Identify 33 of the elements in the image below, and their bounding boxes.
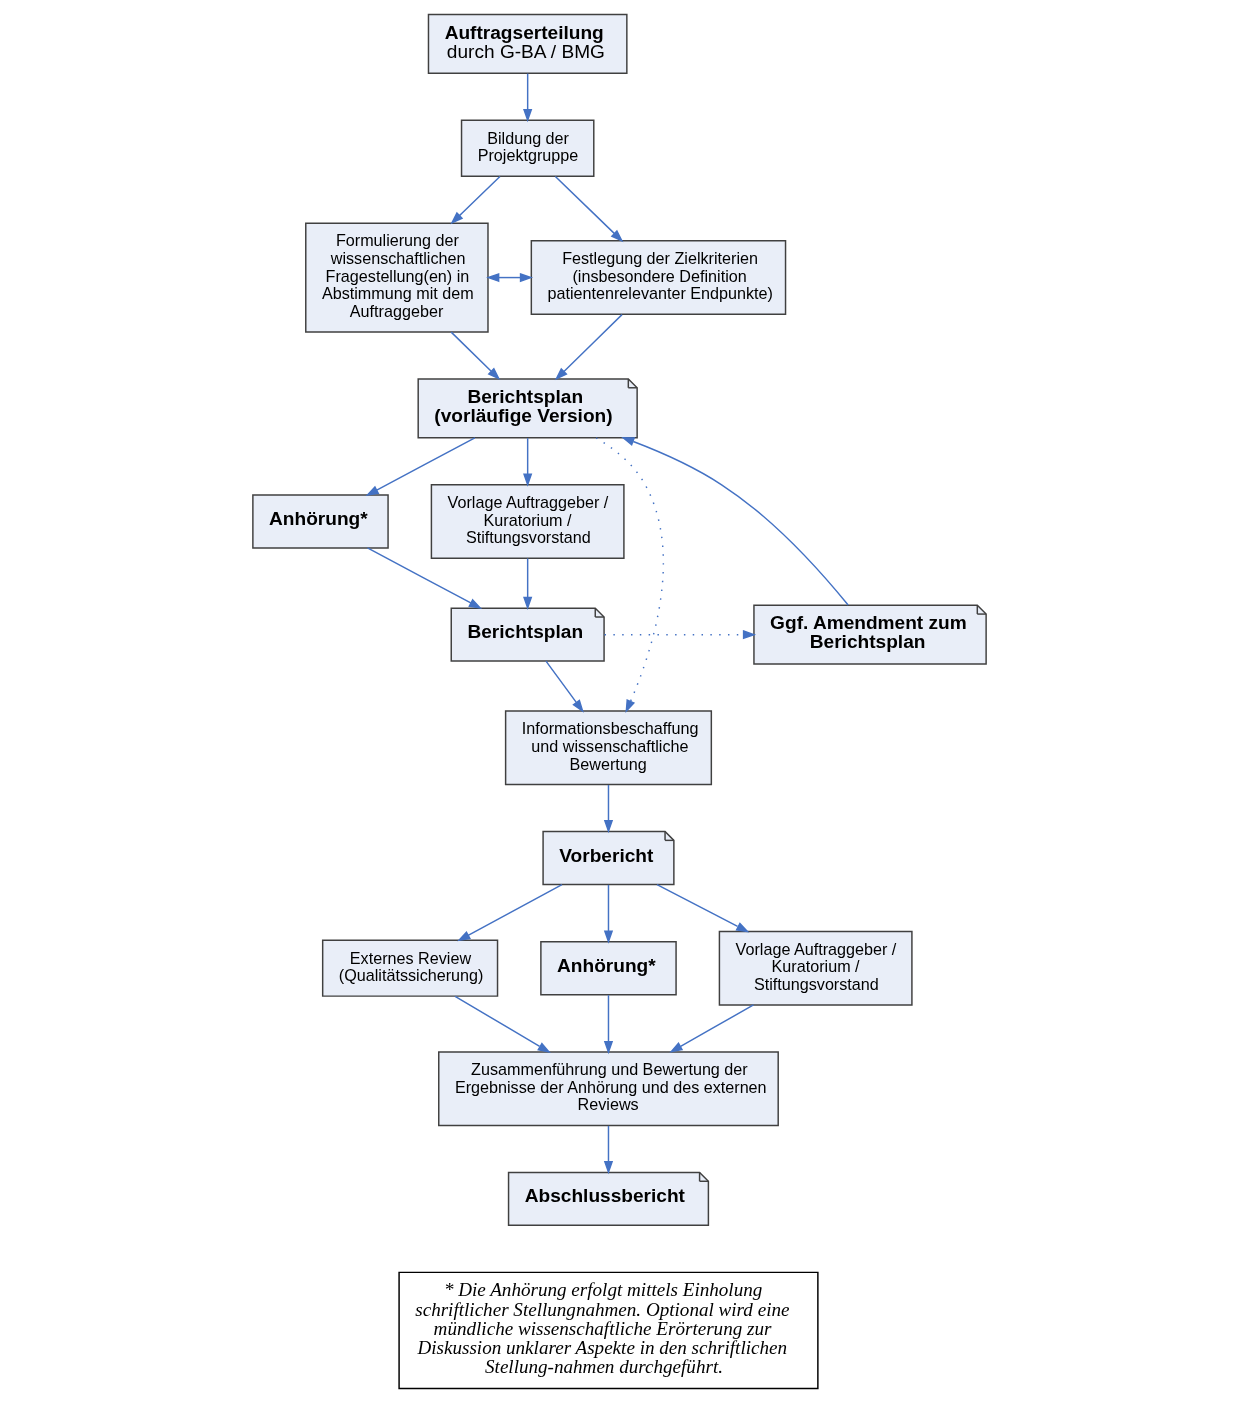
node-box: Formulierung der wissenschaftlichen Fragestellung(en) in Abstimmung mit dem Auftraggeber: [305, 222, 489, 333]
arrow: [450, 175, 501, 225]
arrow: [523, 557, 533, 611]
node-box: Bildung der Projektgruppe: [460, 119, 595, 177]
arrow: [523, 437, 533, 487]
arrow: [603, 994, 614, 1055]
node-box: Vorlage Auftraggeber / Kuratorium / Stiftungsvorstand: [718, 930, 913, 1006]
node-box: Vorlage Auftraggeber / Kuratorium / Stiftungsvorstand: [430, 484, 625, 559]
arrow: [554, 313, 623, 381]
arrow: [486, 272, 534, 283]
arrow: [450, 331, 501, 381]
arrow: [366, 547, 483, 609]
node-box: Anhörung*: [540, 941, 677, 996]
node-box: * Die Anhörung erfolgt mittels Einholung schriftlicher Stellungnahmen. Optional wird eine mündliche wissenschaftliche Erörterung zur Diskussion unklarer Aspekte in den schriftlichen Stellung-nahmen durchgeführt.: [398, 1271, 819, 1390]
node-box: Auftragserteilung durch G-BA / BMG: [427, 13, 628, 75]
arrow: [603, 884, 614, 944]
arrow: [554, 175, 624, 243]
node-box: Anhörung*: [252, 494, 389, 549]
arrow: [603, 784, 614, 834]
arrow: [365, 437, 476, 497]
node-box: Festlegung der Zielkriterien (insbesondere Definition patientenrelevanter Endpunkte): [530, 240, 787, 316]
node-box: Zusammenführung und Bewertung der Ergebnisse der Anhörung und des externen Reviews: [438, 1051, 779, 1127]
arrow: [603, 630, 757, 640]
arrow: [669, 1004, 755, 1053]
node-box: Informationsbeschaffung und wissenschaftliche Bewertung: [504, 710, 713, 786]
arrow: [523, 72, 533, 123]
arrow: [603, 1125, 614, 1175]
arrow: [454, 995, 551, 1054]
arrow: [545, 660, 584, 713]
node-box: Externes Review (Qualitätssicherung): [321, 939, 499, 997]
arrow: [621, 437, 849, 606]
arrow: [656, 883, 750, 933]
arrow: [457, 883, 563, 942]
